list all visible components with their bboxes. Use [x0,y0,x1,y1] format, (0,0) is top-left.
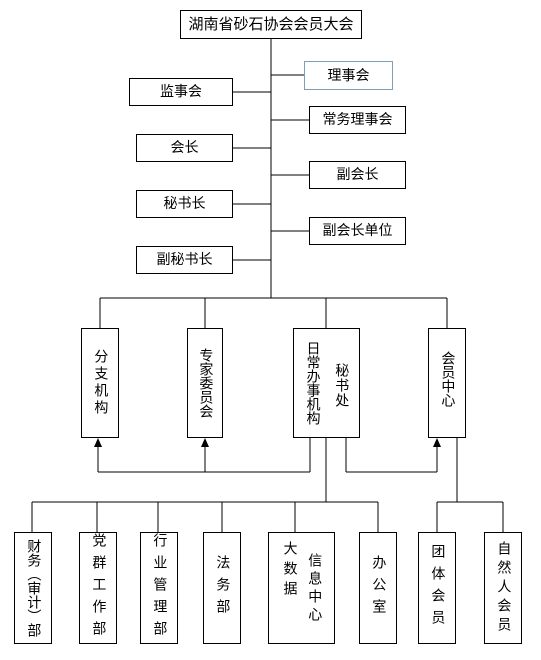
node-label: 秘书处 [333,363,350,408]
node-label: 信息中心 [306,553,323,625]
node-label: 常务理事会 [322,112,393,128]
node-industry-dept: 行业管理部 [140,532,178,644]
node-group-members: 团体会员 [418,532,456,644]
node-vice-president: 副会长 [309,161,406,189]
node-label: 日常办事机构 [304,341,321,425]
node-label: 会员中心 [439,351,456,407]
node-party-dept: 党群工作部 [79,532,117,644]
node-label: 副会长单位 [322,223,393,239]
node-secretary-general: 秘书长 [136,190,233,218]
node-finance-dept: 财务（审计）部 [14,532,52,644]
node-label: 法务部 [214,555,231,621]
arrowhead [201,438,209,447]
node-label: 办公室 [370,555,387,621]
node-label: 自然人会员 [495,540,512,636]
node-deputy-secretary-general: 副秘书长 [136,246,233,274]
root-node: 湖南省砂石协会会员大会 [180,10,362,39]
node-label: 副会长 [336,167,379,183]
node-label: 团体会员 [429,544,446,632]
arrowhead [94,438,102,447]
node-expert-committee: 专家委员会 [187,328,223,438]
node-vice-president-units: 副会长单位 [309,217,406,245]
node-president: 会长 [136,134,233,162]
node-label: 党群工作部 [90,533,107,643]
node-branch-organizations: 分支机构 [81,328,119,438]
node-legal-dept: 法务部 [203,532,241,644]
node-label: 监事会 [160,84,202,100]
node-council: 理事会 [304,61,393,90]
node-label: 副秘书长 [156,252,213,268]
node-label: 秘书长 [163,196,206,212]
node-label: 分支机构 [92,349,109,417]
arrowhead [433,438,441,447]
node-supervisory-board: 监事会 [129,78,233,106]
node-daily-office: 日常办事机构 秘书处 [293,328,360,438]
root-label: 湖南省砂石协会会员大会 [188,15,354,33]
node-label: 理事会 [327,67,370,84]
node-individual-members: 自然人会员 [484,532,522,644]
node-label: 大数据 [281,541,298,601]
node-office: 办公室 [359,532,397,644]
node-label: 财务（审计）部 [25,539,42,637]
node-label: 专家委员会 [197,348,214,418]
node-label: 会长 [170,140,199,156]
node-standing-council: 常务理事会 [309,106,406,134]
node-member-center: 会员中心 [428,328,466,438]
node-bigdata-center: 大数据 信息中心 [268,532,335,644]
node-label: 行业管理部 [151,533,168,643]
